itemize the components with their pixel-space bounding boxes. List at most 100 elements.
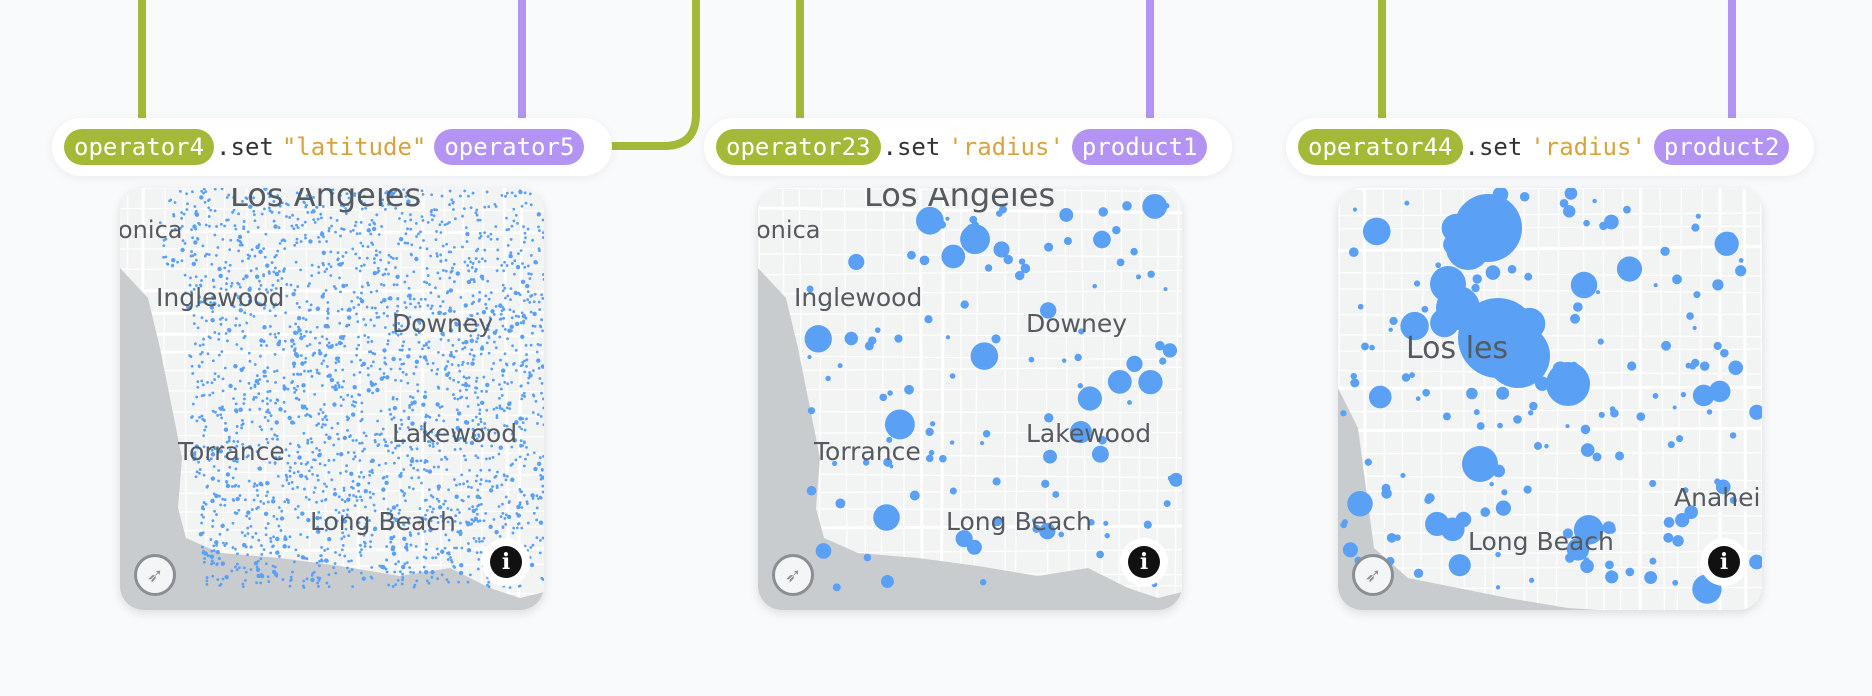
point-marker bbox=[340, 537, 344, 541]
point-marker bbox=[523, 370, 527, 374]
point-marker bbox=[476, 504, 480, 508]
point-marker bbox=[221, 541, 225, 545]
point-marker bbox=[225, 480, 229, 484]
point-marker bbox=[421, 402, 426, 407]
point-marker bbox=[249, 269, 253, 273]
compass-button[interactable]: ➶ bbox=[1352, 554, 1394, 596]
point-marker bbox=[388, 527, 392, 531]
point-marker bbox=[349, 471, 354, 477]
map-panel-1[interactable]: Los Angeles onica Inglewood Downey Torra… bbox=[120, 188, 544, 610]
point-marker bbox=[342, 398, 345, 401]
point-marker bbox=[427, 346, 431, 350]
ref-pill-left[interactable]: operator23 bbox=[716, 129, 881, 165]
point-marker bbox=[204, 223, 208, 227]
info-button[interactable]: i bbox=[1700, 538, 1748, 586]
point-marker bbox=[242, 402, 246, 405]
point-marker bbox=[1357, 303, 1364, 310]
point-marker bbox=[303, 334, 306, 338]
point-marker bbox=[330, 426, 334, 430]
point-marker bbox=[221, 316, 224, 320]
point-marker bbox=[429, 519, 433, 523]
point-marker bbox=[536, 422, 539, 425]
point-marker bbox=[528, 371, 532, 374]
point-marker bbox=[463, 382, 469, 388]
point-marker bbox=[416, 389, 420, 393]
point-marker bbox=[447, 338, 450, 342]
point-marker bbox=[213, 447, 217, 451]
point-marker bbox=[536, 212, 542, 217]
point-marker bbox=[321, 423, 325, 426]
point-marker bbox=[283, 500, 287, 504]
point-marker bbox=[308, 343, 312, 346]
point-marker bbox=[217, 469, 221, 472]
point-marker bbox=[472, 354, 476, 358]
point-marker bbox=[203, 551, 209, 556]
point-marker bbox=[441, 353, 445, 357]
point-marker bbox=[214, 493, 219, 499]
point-marker bbox=[268, 309, 272, 313]
point-marker bbox=[1415, 396, 1421, 402]
point-marker bbox=[293, 347, 297, 351]
point-marker bbox=[398, 570, 402, 574]
point-marker bbox=[1136, 274, 1142, 280]
point-marker bbox=[526, 227, 530, 231]
point-marker bbox=[242, 397, 246, 401]
info-button[interactable]: i bbox=[482, 538, 530, 586]
point-marker bbox=[472, 278, 476, 281]
ref-pill-right[interactable]: product1 bbox=[1071, 129, 1208, 165]
point-marker bbox=[309, 369, 313, 373]
point-marker bbox=[862, 459, 870, 466]
point-marker bbox=[231, 304, 234, 307]
point-marker bbox=[269, 288, 273, 292]
ref-pill-right[interactable]: product2 bbox=[1653, 129, 1790, 165]
map-panel-3[interactable]: Los les Anahei Long Beach ➶ i bbox=[1338, 188, 1762, 610]
point-marker bbox=[318, 349, 321, 352]
map-panel-2[interactable]: Los Angeles onica Inglewood Downey Torra… bbox=[758, 188, 1182, 610]
point-marker bbox=[503, 380, 507, 384]
point-marker bbox=[511, 362, 515, 366]
point-marker bbox=[195, 304, 199, 308]
map-canvas[interactable]: Los les Anahei Long Beach bbox=[1338, 188, 1762, 610]
point-marker bbox=[458, 389, 462, 393]
point-marker bbox=[1649, 557, 1657, 565]
point-marker bbox=[349, 230, 353, 233]
map-label-long-beach: Long Beach bbox=[946, 507, 1092, 536]
point-marker bbox=[191, 254, 195, 258]
point-marker bbox=[254, 396, 258, 399]
point-marker bbox=[342, 535, 346, 539]
point-marker bbox=[343, 554, 347, 558]
point-marker bbox=[248, 195, 252, 199]
point-marker bbox=[520, 334, 525, 339]
point-marker bbox=[358, 269, 362, 273]
point-marker bbox=[1104, 532, 1110, 539]
ref-pill-left[interactable]: operator4 bbox=[64, 129, 215, 165]
compass-button[interactable]: ➶ bbox=[134, 554, 176, 596]
map-canvas[interactable]: Los Angeles onica Inglewood Downey Torra… bbox=[758, 188, 1182, 610]
point-marker bbox=[1167, 475, 1174, 482]
point-marker bbox=[401, 576, 405, 579]
point-marker bbox=[521, 313, 527, 319]
point-marker bbox=[359, 298, 365, 304]
point-marker bbox=[350, 360, 354, 364]
info-button[interactable]: i bbox=[1120, 538, 1168, 586]
point-marker bbox=[371, 226, 377, 232]
point-marker bbox=[499, 515, 503, 519]
point-marker bbox=[341, 283, 346, 289]
compass-button[interactable]: ➶ bbox=[772, 554, 814, 596]
point-marker bbox=[419, 459, 423, 463]
ref-pill-left[interactable]: operator44 bbox=[1298, 129, 1463, 165]
point-marker bbox=[437, 499, 441, 503]
point-marker bbox=[394, 583, 398, 586]
point-marker bbox=[333, 487, 337, 491]
point-marker bbox=[341, 531, 345, 535]
point-marker bbox=[208, 336, 212, 340]
point-marker bbox=[255, 567, 261, 572]
point-marker bbox=[474, 267, 478, 271]
point-marker bbox=[461, 360, 465, 364]
ref-pill-right[interactable]: operator5 bbox=[434, 129, 585, 165]
point-marker bbox=[366, 388, 371, 393]
map-canvas[interactable]: Los Angeles onica Inglewood Downey Torra… bbox=[120, 188, 544, 610]
point-marker bbox=[406, 454, 410, 458]
point-marker bbox=[522, 240, 526, 244]
point-marker bbox=[500, 483, 504, 487]
